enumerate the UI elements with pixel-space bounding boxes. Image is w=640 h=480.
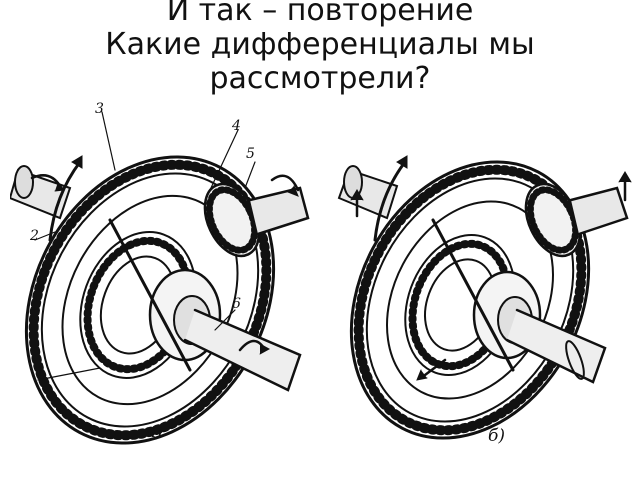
rotation-arrow-satellite-b <box>423 358 447 377</box>
pinion-gear <box>203 174 310 258</box>
slide-title: И так – повторение Какие дифференциалы м… <box>0 0 640 96</box>
callout-1: 1 <box>36 364 45 380</box>
callout-3: 3 <box>95 101 104 117</box>
title-line-2: Какие дифференциалы мы <box>105 27 535 62</box>
caption-a: а) <box>146 422 163 442</box>
callout-leader-2 <box>34 231 56 241</box>
output-shaft-hub-b <box>472 270 607 384</box>
differential-diagram-a <box>10 111 310 445</box>
rotation-arrow-ring <box>48 160 82 242</box>
differential-diagram-b <box>337 155 632 440</box>
callout-leader-1 <box>37 367 101 381</box>
title-line-1: И так – повторение <box>166 0 474 28</box>
output-shaft-hub <box>148 268 302 392</box>
title-line-3: рассмотрели? <box>209 61 431 96</box>
callout-leader-4 <box>209 129 239 191</box>
left-shaft <box>10 165 72 220</box>
rotation-arrow-ring-b <box>373 160 407 242</box>
callout-4: 4 <box>232 118 241 134</box>
callout-5: 5 <box>246 146 255 162</box>
callout-leader-3 <box>101 111 116 171</box>
pinion-gear-b <box>524 171 632 258</box>
callout-2: 2 <box>30 228 39 244</box>
caption-b: б) <box>488 426 506 446</box>
callout-6: 6 <box>232 296 241 312</box>
callout-leader-6 <box>214 309 236 331</box>
callout-leader-5 <box>244 161 256 189</box>
